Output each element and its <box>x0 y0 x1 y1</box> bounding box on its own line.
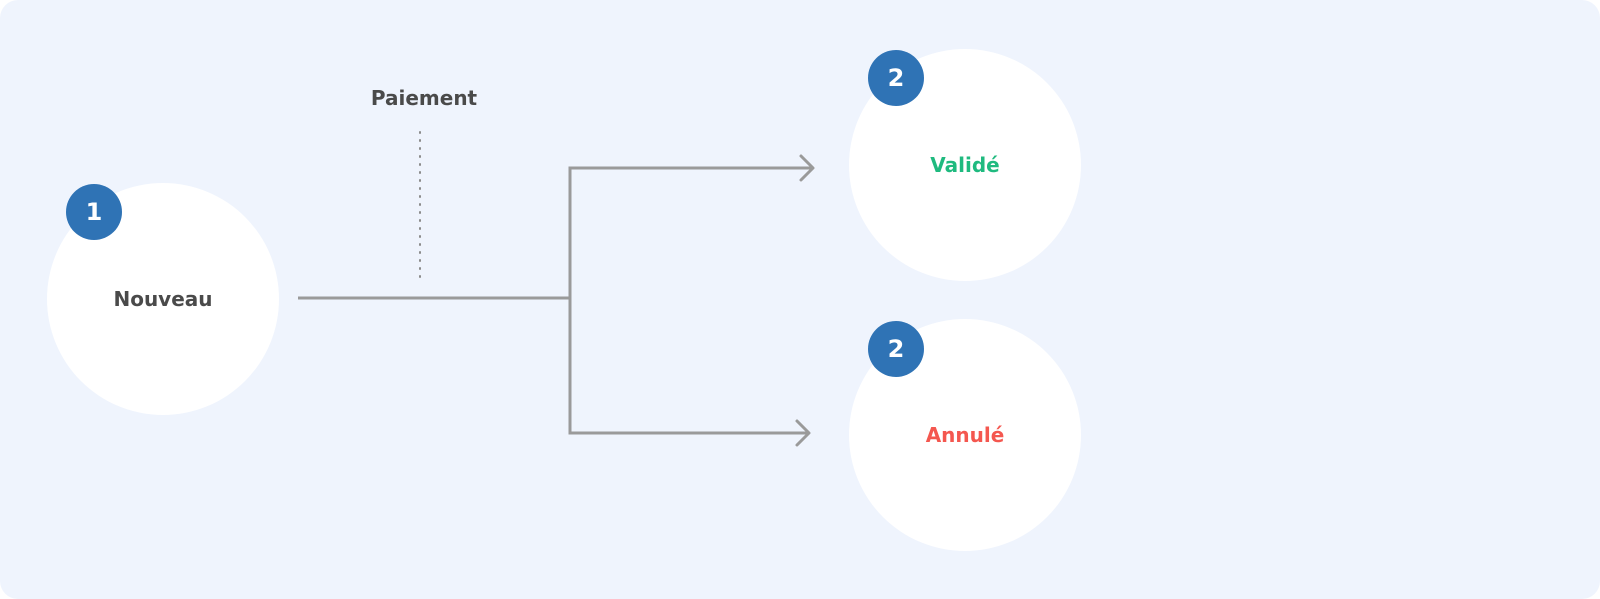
branch-validated-connector <box>568 166 812 298</box>
state-label-validated: Validé <box>930 153 1000 177</box>
branch-cancelled-connector <box>568 298 808 435</box>
state-badge-new: 1 <box>66 184 122 240</box>
state-label-cancelled: Annulé <box>925 423 1005 447</box>
arrowhead-validated <box>799 154 815 182</box>
transition-label-payment: Paiement <box>370 86 478 110</box>
arrowhead-cancelled <box>795 419 811 447</box>
state-badge-cancelled: 2 <box>868 321 924 377</box>
state-badge-validated: 2 <box>868 50 924 106</box>
state-label-new: Nouveau <box>113 287 213 311</box>
